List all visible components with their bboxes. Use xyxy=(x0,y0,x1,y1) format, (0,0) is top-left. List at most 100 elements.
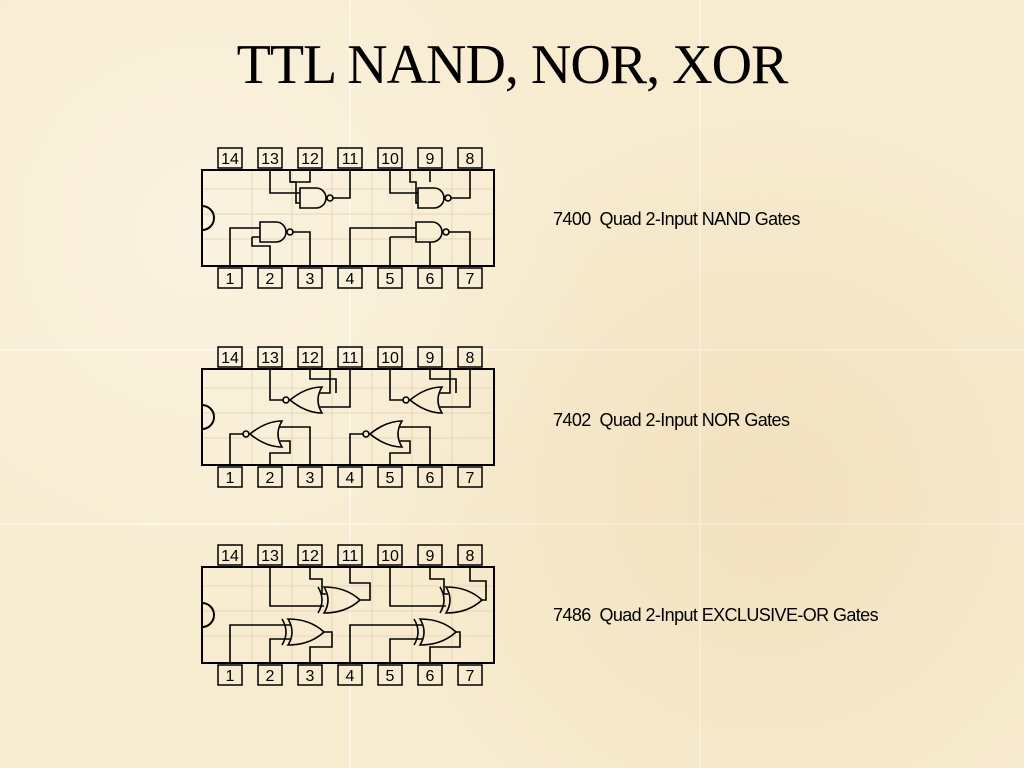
pin-box xyxy=(297,466,323,488)
pin-box xyxy=(217,544,243,566)
chip-body xyxy=(201,368,495,466)
pin-label: 6 xyxy=(426,668,435,685)
wire xyxy=(290,181,300,204)
pin-box xyxy=(217,147,243,169)
pin-label: 8 xyxy=(466,151,475,168)
inversion-bubble xyxy=(442,228,450,236)
nor-gate-symbol xyxy=(288,386,324,414)
inversion-bubble xyxy=(282,396,290,404)
pin-label: 4 xyxy=(346,271,355,288)
chip-grid xyxy=(202,567,494,663)
pin-label: 7 xyxy=(466,470,475,487)
nor-gate-symbol xyxy=(408,386,444,414)
pin-box xyxy=(457,147,483,169)
pin-box xyxy=(457,664,483,686)
pin-label: 14 xyxy=(221,350,239,367)
pin-box xyxy=(337,466,363,488)
pin-label: 1 xyxy=(226,470,235,487)
wire xyxy=(229,624,333,663)
wire xyxy=(229,426,311,465)
xor-gate-curve xyxy=(317,586,323,614)
pin-box xyxy=(297,147,323,169)
wire xyxy=(269,170,351,199)
xor-gates xyxy=(229,567,487,663)
pin-label: 2 xyxy=(266,470,275,487)
pin-box xyxy=(457,544,483,566)
pin-label: 3 xyxy=(306,470,315,487)
chip-body xyxy=(201,169,495,267)
pin-label: 5 xyxy=(386,470,395,487)
bottom-pins: 1 2 3 4 5 6 7 xyxy=(217,267,483,289)
pin-box xyxy=(417,147,443,169)
chip-7486-diagram: 14 13 12 11 10 9 8 1 2 3 4 5 6 7 xyxy=(196,541,501,686)
xor-gate-curve xyxy=(281,618,287,646)
pin-box xyxy=(257,267,283,289)
chip-7400-caption: 7400 Quad 2-Input NAND Gates xyxy=(553,209,800,229)
pin-box xyxy=(217,267,243,289)
pin-box xyxy=(377,267,403,289)
pin-label: 2 xyxy=(266,271,275,288)
nor-gate-symbol xyxy=(248,420,284,448)
pin-label: 1 xyxy=(226,668,235,685)
slide-title: TTL NAND, NOR, XOR xyxy=(236,34,789,96)
nand-gate-symbol xyxy=(259,221,287,243)
pin-label: 4 xyxy=(346,668,355,685)
chip-body xyxy=(201,566,495,664)
pin-label: 3 xyxy=(306,271,315,288)
pin-box xyxy=(257,544,283,566)
pin-box xyxy=(417,267,443,289)
pin-label: 8 xyxy=(466,350,475,367)
chip-7402-diagram: 14 13 12 11 10 9 8 1 2 3 4 5 6 7 xyxy=(196,343,501,488)
wire xyxy=(349,426,431,465)
xor-gate-symbol xyxy=(286,618,326,646)
pin-label: 13 xyxy=(261,548,279,565)
pin-label: 6 xyxy=(426,470,435,487)
pin-box xyxy=(257,466,283,488)
pin-label: 10 xyxy=(381,548,399,565)
wire xyxy=(389,369,471,408)
chip-notch xyxy=(201,602,215,628)
pin-label: 8 xyxy=(466,548,475,565)
pin-box xyxy=(337,346,363,368)
chip-7402-svg: 14 13 12 11 10 9 8 1 2 3 4 5 6 7 xyxy=(201,346,495,488)
pin-box xyxy=(217,346,243,368)
chip-grid xyxy=(202,170,494,266)
nand-gate-symbol xyxy=(415,221,443,243)
wire xyxy=(269,369,351,408)
pin-label: 5 xyxy=(386,668,395,685)
chip-notch xyxy=(201,404,215,430)
xor-gate-curve xyxy=(439,586,445,614)
pin-box xyxy=(337,267,363,289)
xor-gate-symbol xyxy=(444,586,484,614)
pin-label: 11 xyxy=(342,548,359,565)
xor-gate-curve xyxy=(413,618,419,646)
pin-label: 7 xyxy=(466,668,475,685)
chip-notch xyxy=(201,205,215,231)
nand-gate-symbol xyxy=(417,187,445,209)
xor-gate-symbol xyxy=(322,586,362,614)
pin-box xyxy=(417,664,443,686)
inversion-bubble xyxy=(444,194,452,202)
pin-box xyxy=(377,346,403,368)
pin-label: 3 xyxy=(306,668,315,685)
nand-gate-symbol xyxy=(299,187,327,209)
xor-gate-symbol xyxy=(418,618,458,646)
inversion-bubble xyxy=(362,430,370,438)
bottom-pins: 1 2 3 4 5 6 7 xyxy=(217,664,483,686)
pin-label: 13 xyxy=(261,350,279,367)
pin-label: 6 xyxy=(426,271,435,288)
pin-label: 1 xyxy=(226,271,235,288)
pin-label: 5 xyxy=(386,271,395,288)
pin-box xyxy=(257,147,283,169)
wire xyxy=(269,567,371,607)
chip-grid xyxy=(202,369,494,465)
chip-7400-svg: 14 13 12 11 10 9 8 1 2 3 4 5 6 7 xyxy=(201,147,495,289)
pin-box xyxy=(377,466,403,488)
nand-gates xyxy=(229,170,471,266)
wire xyxy=(229,227,311,266)
inversion-bubble xyxy=(402,396,410,404)
pin-label: 10 xyxy=(381,350,399,367)
pin-label: 2 xyxy=(266,668,275,685)
pin-box xyxy=(417,346,443,368)
nor-gates xyxy=(229,369,471,465)
